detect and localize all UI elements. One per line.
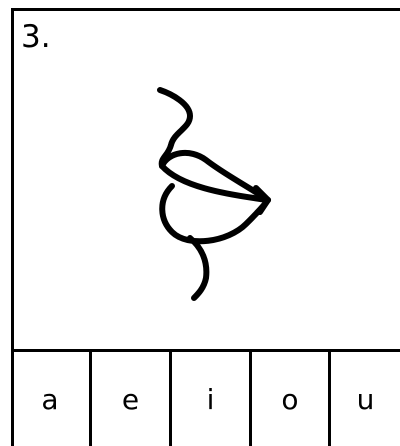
choice-o-label: o — [281, 383, 298, 416]
choice-i-label: i — [207, 383, 215, 416]
choice-a-label: a — [41, 383, 58, 416]
choice-a[interactable]: a — [11, 352, 89, 446]
lips-profile-icon — [0, 0, 400, 350]
choice-u[interactable]: u — [331, 352, 400, 446]
choice-i[interactable]: i — [172, 352, 249, 446]
choice-e[interactable]: e — [92, 352, 169, 446]
choice-o[interactable]: o — [252, 352, 328, 446]
vowel-choices: a e i o u — [11, 352, 400, 446]
choice-e-label: e — [122, 383, 139, 416]
choice-u-label: u — [357, 383, 375, 416]
